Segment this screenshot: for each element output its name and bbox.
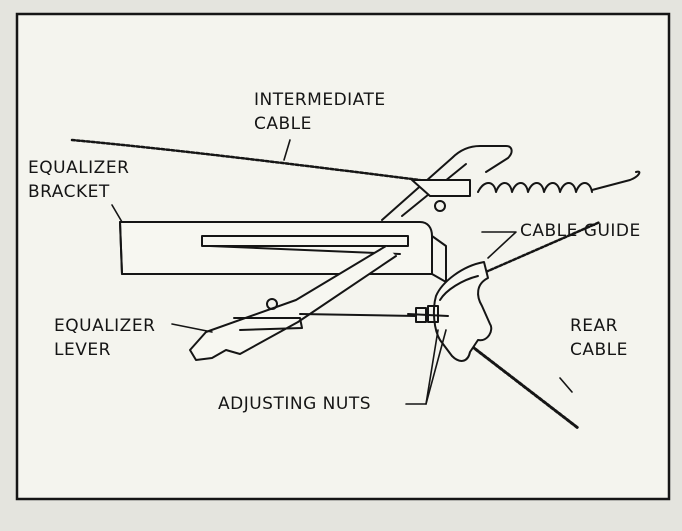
cable-upper-run: [470, 220, 602, 280]
leader-lines: [111, 139, 573, 405]
label-intermediate-cable-line2: CABLE: [254, 114, 312, 134]
label-adjusting-nuts: ADJUSTING NUTS: [218, 394, 371, 414]
label-equalizer-bracket-line2: BRACKET: [28, 182, 110, 202]
equalizer-bracket-body: [119, 221, 447, 283]
label-equalizer-lever-line1: EQUALIZER: [54, 316, 156, 336]
intermediate-cable: [70, 138, 422, 182]
label-equalizer-bracket: EQUALIZER BRACKET: [28, 160, 129, 201]
label-equalizer-lever: EQUALIZER LEVER: [54, 318, 155, 359]
label-intermediate-cable-line1: INTERMEDIATE: [254, 90, 386, 110]
label-rear-cable-line2: CABLE: [570, 340, 628, 360]
equalizer-lever-upper: [381, 145, 513, 221]
label-equalizer-lever-line2: LEVER: [54, 340, 111, 360]
label-rear-cable: REAR CABLE: [570, 318, 628, 359]
equalizer-lever-body: [189, 245, 417, 361]
label-intermediate-cable: INTERMEDIATE CABLE: [254, 92, 386, 133]
cable-guide-body: [432, 261, 493, 362]
adjusting-nuts-part: [407, 305, 449, 323]
label-equalizer-bracket-line1: EQUALIZER: [28, 158, 130, 178]
return-spring: [477, 170, 641, 193]
label-cable-guide: CABLE GUIDE: [520, 221, 641, 241]
label-rear-cable-line1: REAR: [570, 316, 618, 336]
